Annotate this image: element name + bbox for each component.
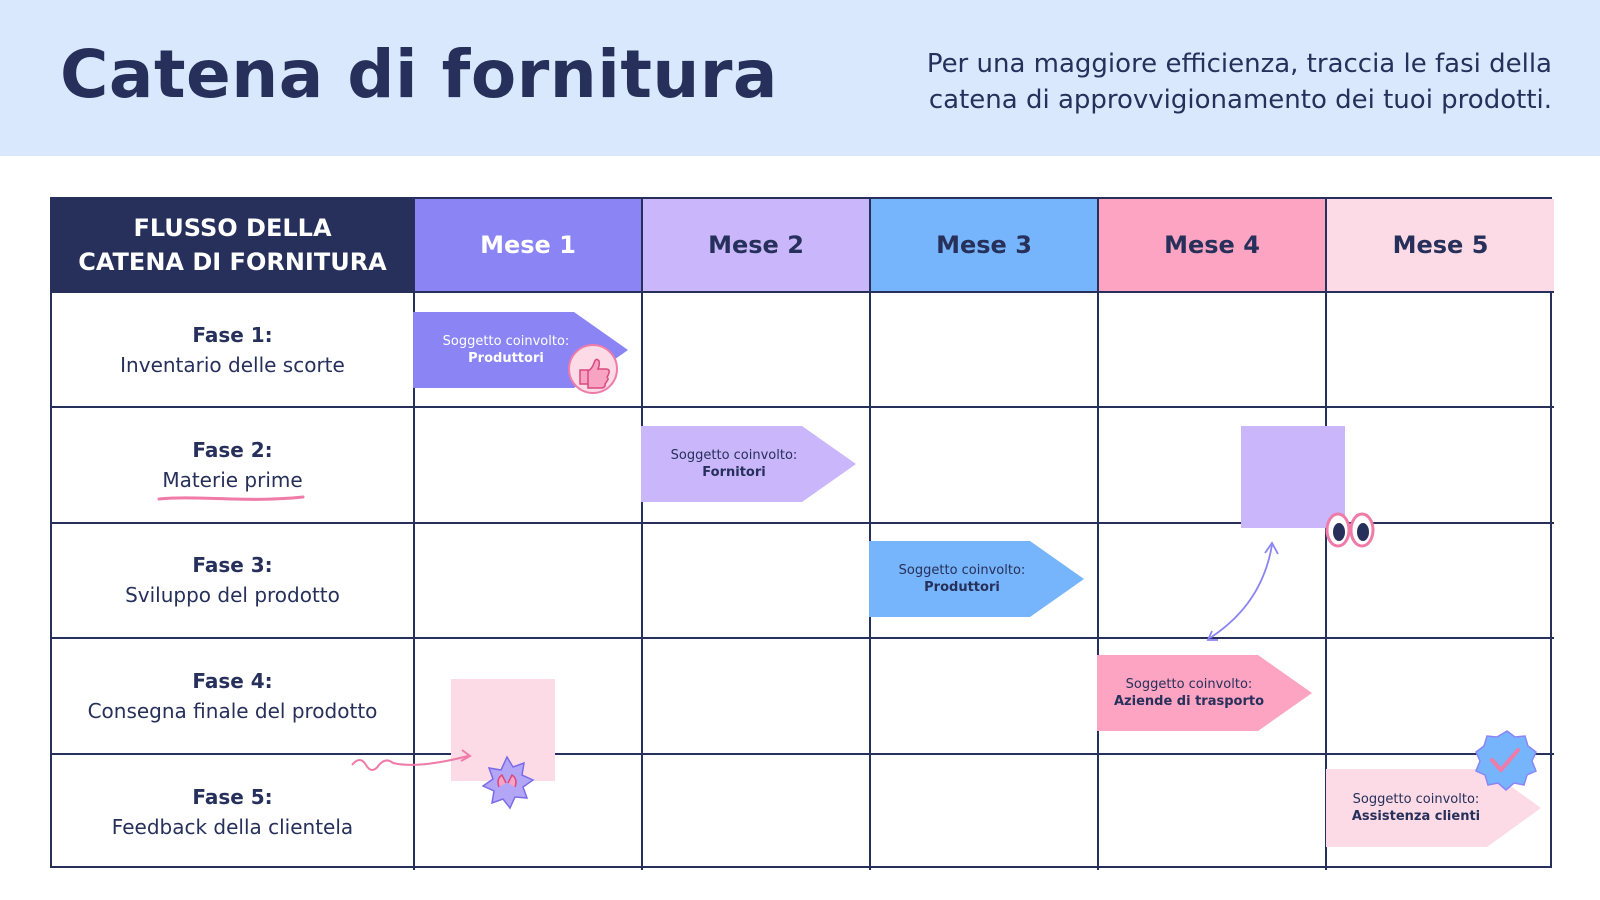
phase-arrow-label: Soggetto coinvolto: Produttori: [886, 562, 1038, 596]
table-cell: [415, 408, 643, 524]
month-header: Mese 3: [871, 199, 1099, 293]
phase-description: Consegna finale del prodotto: [87, 698, 378, 723]
phase-row-header: Fase 2: Materie prime: [52, 408, 415, 524]
arrow-actor: Aziende di trasporto: [1113, 694, 1265, 709]
table-cell: [1099, 408, 1327, 524]
phase-row-header: Fase 1: Inventario delle scorte: [52, 293, 415, 409]
phase-name: Fase 3:: [192, 553, 273, 578]
phase-description-underlined: Materie prime: [157, 465, 305, 501]
table-cell: [1099, 754, 1327, 870]
pink-underline-scribble: [157, 495, 305, 501]
arrow-actor: Produttori: [924, 580, 1000, 595]
table-cell: [1099, 639, 1327, 755]
table-cell: [871, 523, 1099, 640]
phase-description: Feedback della clientela: [111, 815, 354, 840]
arrow-actor: Produttori: [468, 351, 544, 366]
table-cell: [415, 639, 643, 755]
arrow-caption: Soggetto coinvolto:: [670, 448, 798, 463]
corner-line-2: CATENA DI FORNITURA: [78, 248, 387, 276]
table-cell: [1327, 408, 1554, 524]
month-header: Mese 5: [1327, 199, 1554, 293]
table-cell: [871, 639, 1099, 755]
arrow-caption: Soggetto coinvolto:: [442, 334, 570, 349]
arrow-caption: Soggetto coinvolto:: [898, 563, 1026, 578]
table-corner-header: FLUSSO DELLA CATENA DI FORNITURA: [52, 199, 415, 293]
supply-chain-table: FLUSSO DELLA CATENA DI FORNITURA Mese 1 …: [50, 197, 1554, 870]
table-cell: [643, 754, 871, 870]
arrow-actor: Assistenza clienti: [1351, 809, 1481, 824]
phase-name: Fase 1:: [192, 322, 273, 347]
phase-arrow-label: Soggetto coinvolto: Produttori: [430, 333, 582, 367]
arrow-caption: Soggetto coinvolto:: [1125, 677, 1253, 692]
page-title: Catena di fornitura: [60, 36, 778, 113]
table-cell: [643, 639, 871, 755]
month-header: Mese 2: [643, 199, 871, 293]
table-cell: [1099, 523, 1327, 640]
phase-name: Fase 2:: [192, 438, 273, 463]
table-cell: [643, 408, 871, 524]
phase-description: Inventario delle scorte: [120, 352, 345, 377]
phase-row-header: Fase 5: Feedback della clientela: [52, 754, 415, 870]
page-subtitle: Per una maggiore efficienza, traccia le …: [926, 49, 1552, 115]
phase-arrow-label: Soggetto coinvolto: Aziende di trasporto: [1106, 676, 1272, 710]
table-cell: [871, 293, 1099, 409]
table-cell: [643, 293, 871, 409]
table-cell: [1327, 639, 1554, 755]
month-header: Mese 4: [1099, 199, 1327, 293]
arrow-caption: Soggetto coinvolto:: [1352, 792, 1480, 807]
phase-description: Materie prime: [162, 468, 303, 493]
phase-name: Fase 5:: [192, 785, 273, 810]
corner-line-1: FLUSSO DELLA: [133, 214, 332, 242]
table-cell: [1327, 524, 1554, 640]
table-cell: [1099, 293, 1327, 409]
table-cell: [1327, 293, 1554, 409]
phase-name: Fase 4:: [192, 668, 273, 693]
table-cell: [415, 293, 643, 409]
table-cell: [415, 523, 643, 640]
phase-row-header: Fase 3: Sviluppo del prodotto: [52, 523, 415, 640]
phase-arrow-label: Soggetto coinvolto: Assistenza clienti: [1340, 791, 1492, 825]
table-cell: [871, 408, 1099, 524]
phase-description: Sviluppo del prodotto: [125, 583, 340, 608]
table-cell: [415, 754, 643, 870]
table-cell: [871, 754, 1099, 870]
arrow-actor: Fornitori: [702, 465, 766, 480]
header-banner: [0, 0, 1600, 156]
table-cell: [643, 523, 871, 640]
month-header: Mese 1: [415, 199, 643, 293]
phase-arrow-label: Soggetto coinvolto: Fornitori: [658, 447, 810, 481]
phase-row-header: Fase 4: Consegna finale del prodotto: [52, 639, 415, 755]
